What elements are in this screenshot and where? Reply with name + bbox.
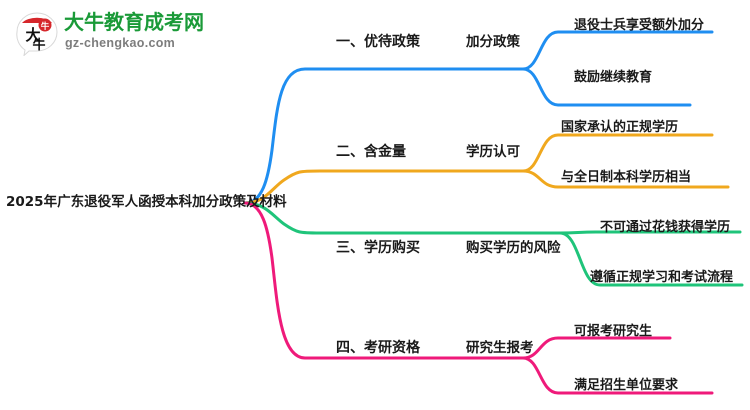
root-node-label[interactable]: 2025年广东退役军人函授本科加分政策及材料 (6, 194, 287, 210)
branch-4-lines (243, 201, 714, 395)
svg-text:牛: 牛 (32, 37, 45, 53)
branch-3-level2-label[interactable]: 三、学历购买 (336, 240, 420, 256)
branch-1-sub-2-line (521, 67, 692, 107)
branch-2-level4-item-1[interactable]: 国家承认的正规学历 (561, 120, 679, 135)
branch-1-trunk (243, 67, 452, 205)
branch-2-sub-2-line (521, 169, 730, 189)
branch-2-level2-label[interactable]: 二、含金量 (336, 144, 406, 160)
logo-brand-cn: 大牛教育成考网 (64, 10, 204, 34)
branch-1-sub-1-line (521, 30, 714, 71)
branch-1-level4-item-1[interactable]: 退役士兵享受额外加分 (574, 18, 705, 33)
daniu-logo-icon: 牛 大 牛 (16, 12, 58, 56)
branch-3-level4-item-1[interactable]: 不可通过花钱获得学历 (600, 220, 731, 235)
logo-wordmark: 大牛教育成考网 gz-chengkao.com (64, 9, 204, 57)
branch-3-trunk (243, 201, 452, 235)
branch-4-level2-label[interactable]: 四、考研资格 (336, 340, 420, 356)
branch-3-level4-item-2[interactable]: 遵循正规学习和考试流程 (590, 270, 734, 285)
branch-1-level4-item-2[interactable]: 鼓励继续教育 (574, 70, 653, 85)
site-logo: 牛 大 牛 大牛教育成考网 gz-chengkao.com (14, 8, 204, 60)
branch-1-level2-label[interactable]: 一、优待政策 (336, 34, 420, 50)
logo-brand-url: gz-chengkao.com (65, 36, 176, 50)
branch-4-sub-2-line (521, 356, 714, 395)
svg-text:大: 大 (25, 26, 40, 44)
branch-1-level3-label[interactable]: 加分政策 (466, 34, 520, 50)
branch-2-lines (243, 133, 730, 205)
svg-text:牛: 牛 (41, 21, 50, 32)
branch-3-sub-2-line (558, 231, 744, 287)
branch-2-trunk (243, 169, 452, 205)
branch-4-level4-item-1[interactable]: 可报考研究生 (574, 324, 653, 339)
branch-2-sub-1-line (521, 133, 714, 173)
branch-3-level3-label[interactable]: 购买学历的风险 (466, 240, 561, 256)
branch-4-level4-item-2[interactable]: 满足招生单位要求 (574, 378, 679, 393)
branch-4-level3-label[interactable]: 研究生报考 (466, 340, 534, 356)
branch-2-level3-label[interactable]: 学历认可 (466, 144, 520, 160)
branch-1-lines (243, 30, 714, 205)
branch-4-trunk (243, 201, 452, 360)
branch-3-lines (243, 201, 744, 287)
branch-2-level4-item-2[interactable]: 与全日制本科学历相当 (561, 170, 692, 185)
branch-4-sub-1-line (521, 336, 672, 360)
